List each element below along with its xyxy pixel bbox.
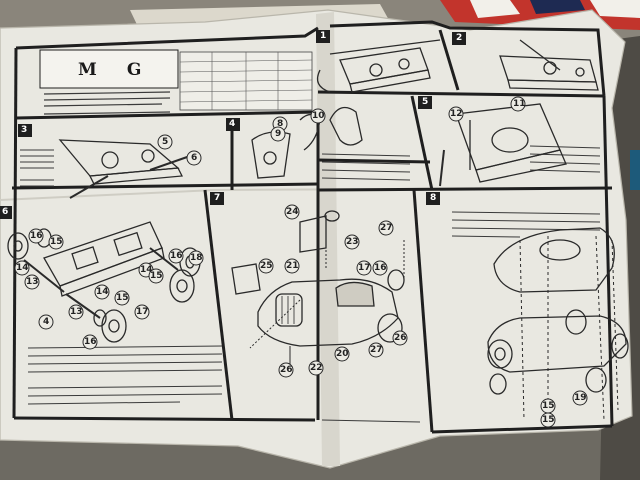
callout-26: 26 (394, 333, 407, 343)
callout-9: 9 (275, 129, 282, 139)
title-box (39, 49, 179, 89)
callout-14b: 14 (96, 287, 109, 297)
callout-15c: 15 (150, 271, 163, 281)
callout-13b: 13 (70, 307, 83, 317)
callout-22: 22 (310, 363, 323, 373)
callout-23: 23 (346, 237, 359, 247)
model-title: MG (78, 60, 171, 80)
callout-24: 24 (286, 207, 299, 217)
callout-6: 6 (191, 153, 198, 163)
step-badge-4 (226, 118, 240, 131)
callout-21: 21 (286, 261, 299, 271)
callout-16d: 16 (374, 263, 387, 273)
model-letter-g: G (126, 60, 172, 80)
callout-14c: 14 (140, 265, 153, 275)
step3-chassis-drawing (58, 139, 191, 199)
step-badges (0, 30, 466, 219)
step-number-7: 7 (214, 193, 221, 203)
fold-crease (316, 12, 340, 466)
callout-15e: 15 (542, 415, 555, 425)
step-number-5: 5 (422, 97, 429, 107)
instruction-sheet (0, 9, 633, 469)
step-number-2: 2 (456, 33, 463, 43)
text-block-step6 (27, 345, 223, 405)
text-block-step7 (321, 419, 421, 423)
callout-16: 16 (30, 231, 43, 241)
callout-10: 10 (312, 111, 325, 121)
step-number-4: 4 (229, 119, 236, 129)
text-block-step3 (20, 149, 54, 187)
callout-5: 5 (162, 137, 169, 147)
step-number-1: 1 (320, 31, 327, 41)
callout-circles (14, 96, 588, 428)
step1-chassis-drawing (316, 39, 441, 93)
callout-13: 13 (26, 277, 39, 287)
model-letter-m: M (78, 60, 127, 80)
step-badge-5 (418, 96, 432, 109)
callout-15b: 15 (116, 293, 129, 303)
step-number-3: 3 (21, 125, 28, 135)
step-badge-8 (426, 192, 440, 205)
step8-car-drawing (487, 227, 629, 421)
callout-18: 18 (190, 253, 203, 263)
step-badge-3 (18, 124, 32, 137)
callout-16b: 16 (170, 251, 183, 261)
callout-4: 4 (43, 317, 50, 327)
callout-15: 15 (50, 237, 63, 247)
callout-15d: 15 (542, 401, 555, 411)
step-badge-7 (210, 192, 224, 205)
callout-14: 14 (16, 263, 29, 273)
step-number-8: 8 (430, 193, 437, 203)
callout-17: 17 (136, 307, 149, 317)
callout-27b: 27 (370, 345, 383, 355)
callout-26b: 26 (280, 365, 293, 375)
step6-chassis-drawing (7, 221, 201, 343)
callout-8: 8 (277, 119, 284, 129)
step-badge-2 (452, 32, 466, 45)
callout-25: 25 (260, 261, 273, 271)
step-number-6: 6 (2, 207, 9, 217)
step-badge-1 (316, 30, 330, 43)
callout-11: 11 (513, 99, 526, 109)
callout-12: 12 (450, 109, 463, 119)
callout-27: 27 (380, 223, 393, 233)
callout-17b: 17 (358, 263, 371, 273)
text-block-intro (43, 91, 171, 115)
callout-16c: 16 (84, 337, 97, 347)
callout-19: 19 (574, 393, 587, 403)
callout-20: 20 (336, 349, 349, 359)
step7-car-drawing (231, 210, 405, 368)
step-badge-6 (0, 206, 12, 219)
text-block-step4 (321, 153, 411, 181)
step2-chassis-drawing (499, 39, 599, 91)
